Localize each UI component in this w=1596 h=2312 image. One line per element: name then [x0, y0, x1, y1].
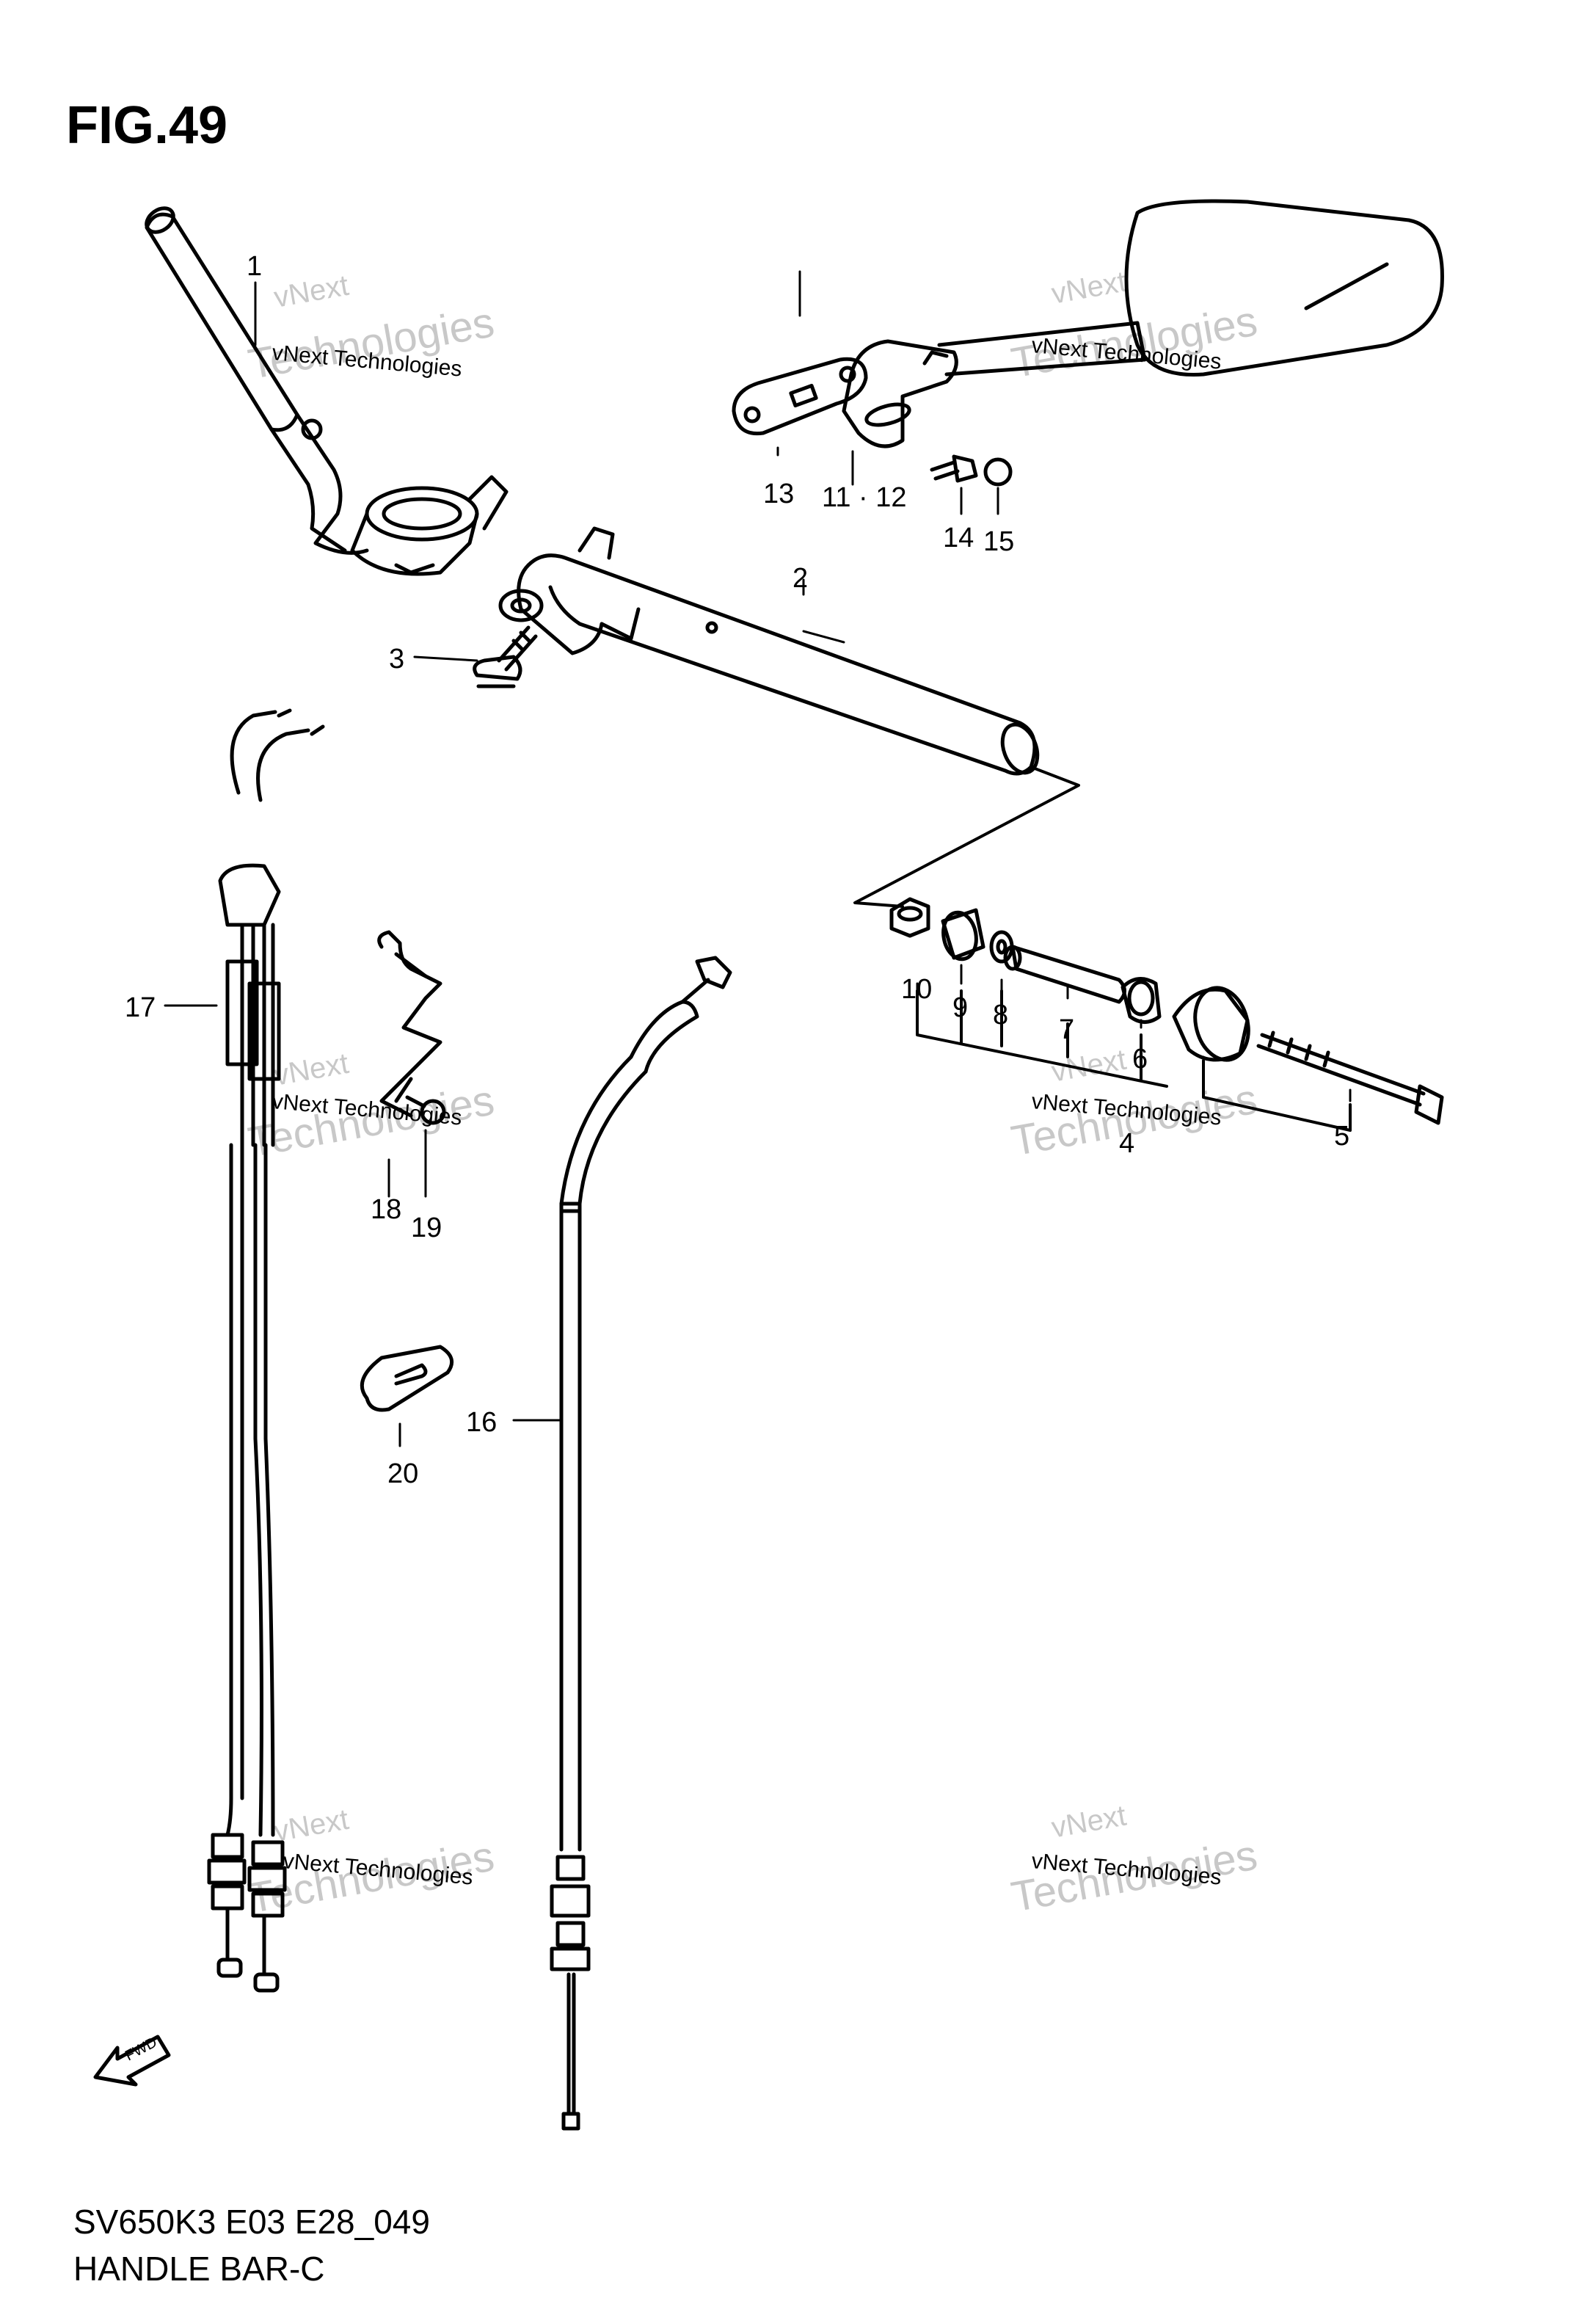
- callout-4: 4: [1119, 1128, 1134, 1159]
- part-14-mirror-screw: [930, 454, 978, 483]
- callout-14: 14: [943, 523, 974, 553]
- part-15-cap: [983, 457, 1013, 487]
- part-20-clip: [360, 1345, 454, 1412]
- part-16-cable: [550, 956, 732, 2131]
- callout-8: 8: [993, 1000, 1008, 1030]
- cable-16-adjuster: [550, 1855, 591, 1971]
- part-18-cable-clamp: [377, 930, 442, 1118]
- part-6-damper: [1121, 977, 1162, 1024]
- callout-1: 1: [247, 251, 262, 282]
- callout-7: 7: [1059, 1014, 1074, 1045]
- callout-9: 9: [952, 992, 968, 1023]
- bar-end-assembly: [853, 766, 1444, 1132]
- part-17-throttle-cables: [207, 708, 325, 1993]
- callout-18: 18: [371, 1194, 401, 1225]
- callout-2: 2: [792, 563, 808, 594]
- callout-15: 15: [983, 526, 1014, 557]
- callout-3: 3: [389, 644, 404, 675]
- part-19-screw: [405, 1095, 446, 1125]
- callout-5: 5: [1334, 1121, 1349, 1152]
- figure-code: SV650K3 E03 E28_049: [73, 2203, 430, 2241]
- figure-name: HANDLE BAR-C: [73, 2250, 325, 2288]
- part-13-mirror-plate: [732, 357, 868, 436]
- part-5-long-bolt: [1256, 1030, 1444, 1125]
- leader-lines: [164, 270, 1352, 1447]
- mirror-assembly: [842, 199, 1444, 448]
- callout-16: 16: [466, 1407, 497, 1438]
- callout-17: 17: [125, 992, 156, 1023]
- callout-10: 10: [901, 974, 932, 1005]
- part-7-sleeve: [1003, 945, 1126, 1004]
- watermark-group: vNext Technologies vNext Technologies vN…: [245, 266, 1261, 1923]
- fwd-arrow: FWD: [93, 2035, 171, 2087]
- part-2-right-handlebar: [498, 526, 1040, 776]
- callout-20: 20: [387, 1458, 418, 1489]
- fwd-label: FWD: [123, 2035, 160, 2065]
- callout-11-12: 11 · 12: [822, 482, 906, 513]
- callout-13: 13: [763, 479, 794, 509]
- part-1-left-handlebar: [145, 206, 509, 576]
- watermark-5: vNext Technologies: [245, 1803, 498, 1922]
- cable-17-adjuster-left: [207, 1833, 247, 1911]
- figure-title: FIG.49: [66, 96, 228, 155]
- watermark-6-small: vNext: [1049, 1800, 1129, 1844]
- part-4-bar-end-weight: [1172, 986, 1250, 1062]
- callout-labels: 1 2 3 4 5 6 7 8 9 10 11 · 12 13 14 15 16…: [125, 251, 1349, 1489]
- callout-19: 19: [411, 1213, 442, 1243]
- cable-17-adjuster-right: [247, 1840, 287, 1918]
- callout-6: 6: [1132, 1044, 1148, 1075]
- part-9-spacer: [941, 908, 985, 961]
- part-10-nut: [889, 897, 930, 938]
- watermark-3-small: vNext: [272, 1047, 351, 1092]
- watermark-1-small: vNext: [272, 269, 351, 314]
- watermark-2-small: vNext: [1049, 266, 1129, 310]
- part-3-bolt: [473, 625, 538, 688]
